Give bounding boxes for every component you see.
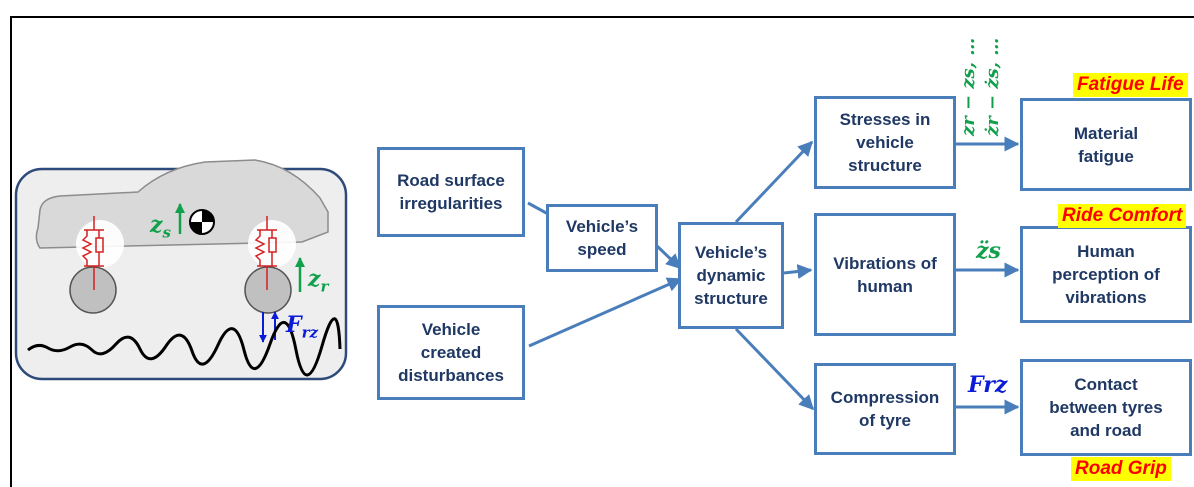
arrow-structure-to-stresses (734, 140, 814, 224)
flow-arrows (527, 136, 1020, 415)
force-label: Frz (968, 372, 1008, 398)
node-contact: Contact between tyres and road (1020, 359, 1192, 456)
road-profile-icon (27, 317, 342, 377)
node-human-perception: Human perception of vibrations (1020, 226, 1192, 323)
node-dynamic-structure: Vehicle’s dynamic structure (678, 222, 784, 329)
node-stresses: Stresses in vehicle structure (814, 96, 956, 189)
arrow-structure-to-vibrations (783, 264, 813, 279)
stress-quantities-line1: zr − zs, … (958, 37, 979, 136)
tag-road-grip: Road Grip (1071, 457, 1171, 481)
front-wheel-icon (69, 266, 117, 314)
node-material-fatigue: Material fatigue (1020, 98, 1192, 191)
diagram-frame (10, 16, 1194, 487)
node-vehicle-disturbances: Vehicle created disturbances (377, 305, 525, 400)
tag-fatigue-life: Fatigue Life (1073, 73, 1188, 97)
accel-label: z̈s (976, 238, 1001, 264)
front-suspension-glow (76, 220, 124, 268)
vehicle-illustration (14, 159, 348, 381)
tag-ride-comfort: Ride Comfort (1058, 204, 1187, 228)
rear-wheel-icon (244, 266, 292, 314)
node-road-surface: Road surface irregularities (377, 147, 525, 237)
zr-label: zr (308, 266, 329, 296)
arrow-structure-to-compression (734, 327, 815, 411)
arrow-speed-to-structure (655, 244, 682, 270)
stress-quantities-line2: żr − żs, … (982, 37, 1003, 136)
node-vehicle-speed: Vehicle’s speed (546, 204, 658, 272)
node-compression: Compression of tyre (814, 363, 956, 455)
front-spring-damper-icon (81, 216, 104, 290)
rear-spring-damper-icon (254, 216, 277, 290)
frz-label: Frz (286, 312, 319, 342)
arrow-disturbances-to-structure (528, 277, 683, 348)
center-of-mass-icon (189, 209, 215, 235)
node-vibrations: Vibrations of human (814, 213, 956, 336)
zs-label: zs (150, 212, 171, 242)
